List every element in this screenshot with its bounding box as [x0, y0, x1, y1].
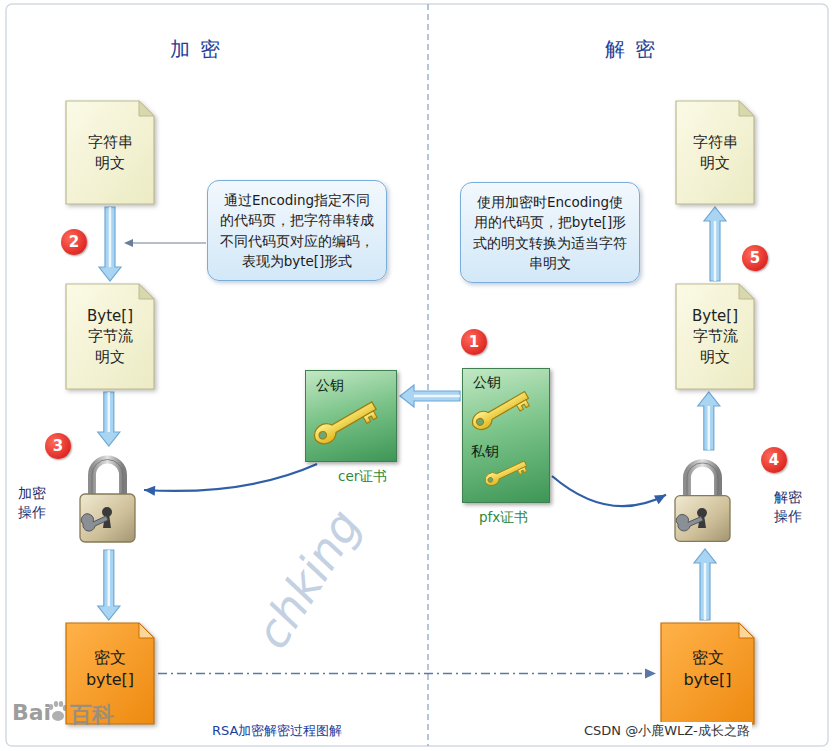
arrow-connector: [694, 549, 716, 620]
divider: [427, 4, 428, 746]
key-icon: [310, 397, 379, 449]
certificate-name: pfx证书: [479, 509, 528, 527]
paw-logo: [49, 701, 67, 721]
plaintext-document: 字符串 明文: [675, 100, 755, 205]
arrow-connector: [99, 207, 121, 281]
arrow-connector: [698, 392, 720, 450]
document-shape: [65, 100, 155, 205]
note-text: 通过Encoding指定不同的代码页，把字符串转成不同代码页对应的编码，表现为b…: [218, 190, 376, 271]
operation-label: 解密 操作: [773, 488, 803, 526]
certificate-name: cer证书: [338, 468, 387, 486]
frame: [6, 4, 828, 746]
key-name: 公钥: [473, 374, 501, 392]
section-heading: 加 密: [170, 36, 222, 63]
watermark: 百科: [70, 700, 114, 730]
certificate-box: 公钥私钥pfx证书: [462, 368, 550, 503]
note-text: 使用加密时Encoding使用的代码页，把byte[]形式的明文转换为适当字符串…: [471, 192, 629, 273]
certificate-box: 公钥cer证书: [305, 370, 397, 462]
document-shape: [675, 100, 755, 205]
callout-number: 5: [742, 245, 768, 271]
operation-label: 加密 操作: [17, 484, 47, 522]
padlock-node: 解密 操作: [670, 452, 735, 547]
key-name: 私钥: [471, 443, 499, 461]
arrow-connector: [98, 392, 120, 446]
key-name: 公钥: [316, 377, 344, 395]
document-text: 字符串 明文: [82, 132, 138, 173]
padlock-symbol: [670, 452, 735, 547]
plaintext-document: 字符串 明文: [65, 100, 155, 205]
callout-number: 3: [45, 433, 71, 459]
arrow-connector: [400, 385, 460, 407]
ciphertext-document: 密文 byte[]: [660, 622, 755, 725]
watermark: Bai: [12, 700, 51, 725]
section-heading: 解 密: [605, 36, 657, 63]
plaintext-document: Byte[] 字节流 明文: [675, 283, 755, 390]
callout-number: 1: [461, 329, 487, 355]
arrow-connector: [704, 207, 726, 281]
document-text: Byte[] 字节流 明文: [82, 306, 138, 367]
document-text: 字符串 明文: [687, 132, 743, 173]
arrow-connector: [158, 669, 656, 679]
padlock-node: 加密 操作: [75, 448, 140, 548]
document-text: Byte[] 字节流 明文: [687, 306, 743, 367]
credit-text: CSDN @小鹿WLZ-成长之路: [582, 722, 752, 740]
key-icon: [469, 387, 532, 435]
note-bubble: 使用加密时Encoding使用的代码页，把byte[]形式的明文转换为适当字符串…: [460, 182, 640, 283]
document-text: 密文 byte[]: [680, 647, 736, 690]
caption: RSA加密解密过程图解: [212, 722, 342, 740]
leader-arrow: [124, 239, 206, 247]
plaintext-document: Byte[] 字节流 明文: [65, 283, 155, 390]
note-bubble: 通过Encoding指定不同的代码页，把字符串转成不同代码页对应的编码，表现为b…: [207, 180, 387, 281]
callout-number: 2: [61, 229, 87, 255]
arrow-connector: [144, 464, 317, 496]
padlock-symbol: [75, 448, 140, 548]
document-text: 密文 byte[]: [82, 647, 138, 690]
key-icon: [483, 458, 529, 489]
arrow-connector: [98, 550, 120, 620]
callout-number: 4: [761, 447, 787, 473]
arrow-connector: [552, 476, 666, 506]
